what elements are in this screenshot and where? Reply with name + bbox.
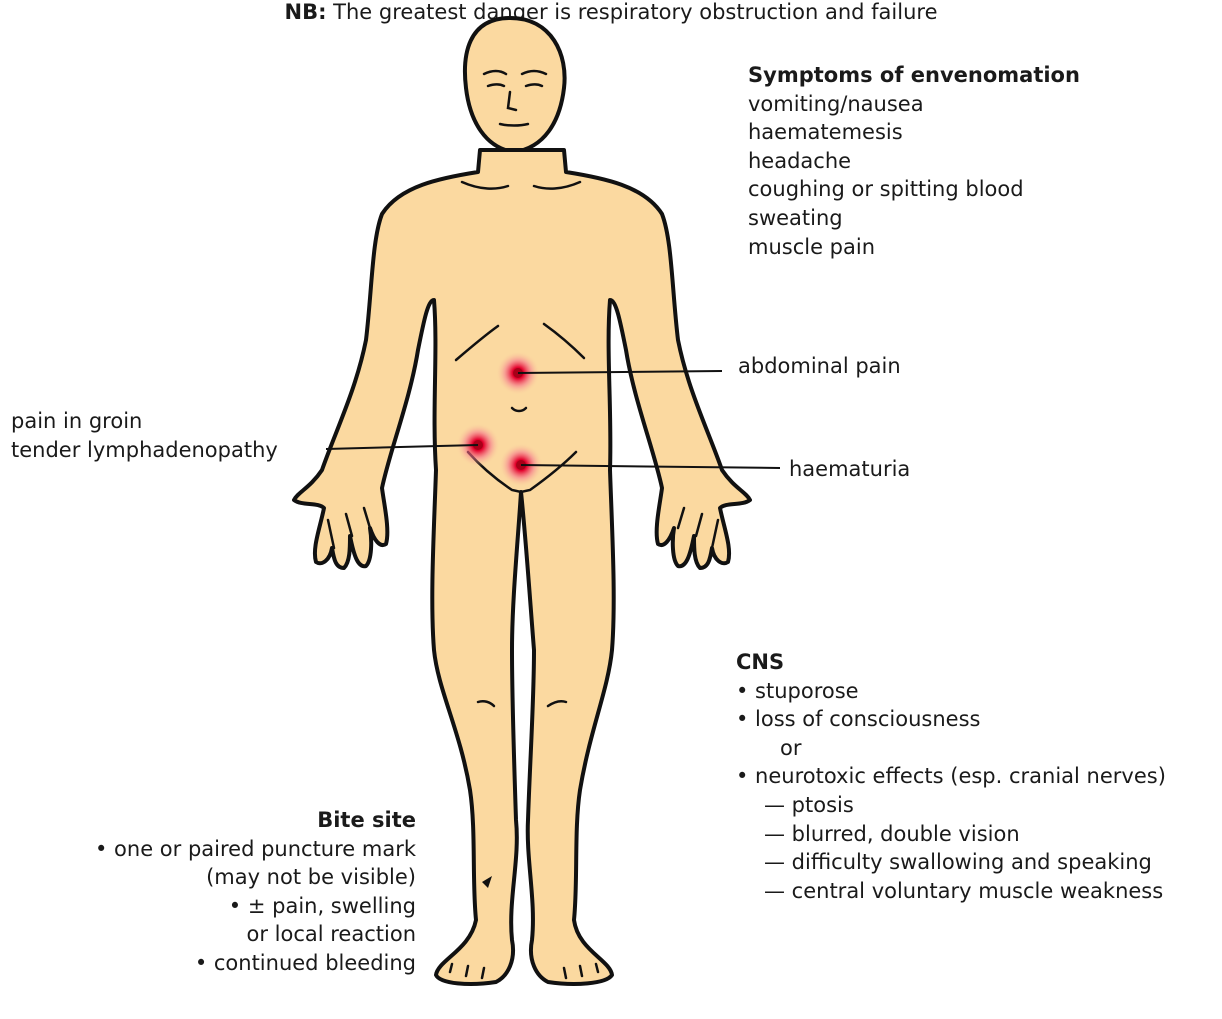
cns-item: • loss of consciousness (736, 705, 1166, 734)
groin-label-line2: tender lymphadenopathy (11, 436, 278, 465)
symptom-item: coughing or spitting blood (748, 175, 1080, 204)
haematuria-label: haematuria (789, 455, 910, 484)
symptoms-title: Symptoms of envenomation (748, 61, 1080, 90)
cns-subitem: — difficulty swallowing and speaking (736, 848, 1166, 877)
groin-label-line1: pain in groin (11, 407, 278, 436)
cns-subitem: — ptosis (736, 791, 1166, 820)
cns-title: CNS (736, 648, 1166, 677)
symptom-item: haematemesis (748, 118, 1080, 147)
bite-site-panel: Bite site • one or paired puncture mark … (95, 806, 416, 978)
cns-or: or (736, 734, 1166, 763)
bite-site-title: Bite site (95, 806, 416, 835)
cns-subitem: — central voluntary muscle weakness (736, 877, 1166, 906)
bite-site-item: • continued bleeding (95, 949, 416, 978)
bite-site-item: • one or paired puncture mark (95, 835, 416, 864)
head (465, 18, 565, 152)
bite-site-item: or local reaction (95, 920, 416, 949)
bite-site-item: • ± pain, swelling (95, 892, 416, 921)
cns-item: • stuporose (736, 677, 1166, 706)
groin-label: pain in groin tender lymphadenopathy (11, 407, 278, 464)
abdominal-pain-label: abdominal pain (738, 352, 901, 381)
symptom-item: sweating (748, 204, 1080, 233)
symptom-item: muscle pain (748, 233, 1080, 262)
symptom-item: headache (748, 147, 1080, 176)
cns-panel: CNS • stuporose • loss of consciousness … (736, 648, 1166, 905)
symptoms-panel: Symptoms of envenomation vomiting/nausea… (748, 61, 1080, 261)
cns-item: • neurotoxic effects (esp. cranial nerve… (736, 762, 1166, 791)
symptom-item: vomiting/nausea (748, 90, 1080, 119)
cns-subitem: — blurred, double vision (736, 820, 1166, 849)
bite-site-item: (may not be visible) (95, 863, 416, 892)
